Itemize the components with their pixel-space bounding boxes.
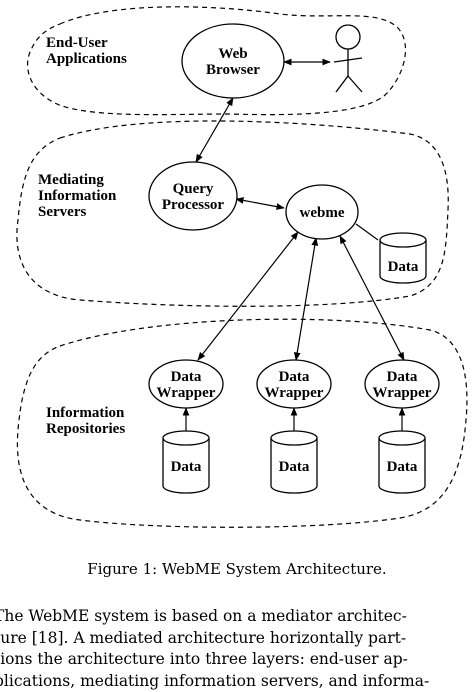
body-line: plications, mediating information server… [0,671,474,692]
data-label-1: Data [171,459,202,475]
webme-data-line [356,224,378,240]
data-store-mediating: Data [380,233,426,283]
body-line: The WebME system is based on a mediator … [0,606,474,628]
data-label-2: Data [279,459,310,475]
webme-wrapper2-arrow [296,238,316,360]
data-label-3: Data [387,459,418,475]
webme-label: webme [300,205,345,221]
body-paragraph: The WebME system is based on a mediator … [0,606,474,692]
data-label-mediating: Data [388,259,419,275]
data-store-2: Data [271,431,317,493]
browser-query-arrow [196,98,233,162]
figure-caption: Figure 1: WebME System Architecture. [0,560,474,578]
data-store-3: Data [379,431,425,493]
user-icon [334,25,362,92]
data-store-1: Data [163,431,209,493]
query-webme-arrow [236,199,284,208]
body-line: ture [18]. A mediated architecture horiz… [0,628,474,650]
webme-wrapper1-arrow [198,232,298,360]
body-line: tions the architecture into three layers… [0,649,474,671]
